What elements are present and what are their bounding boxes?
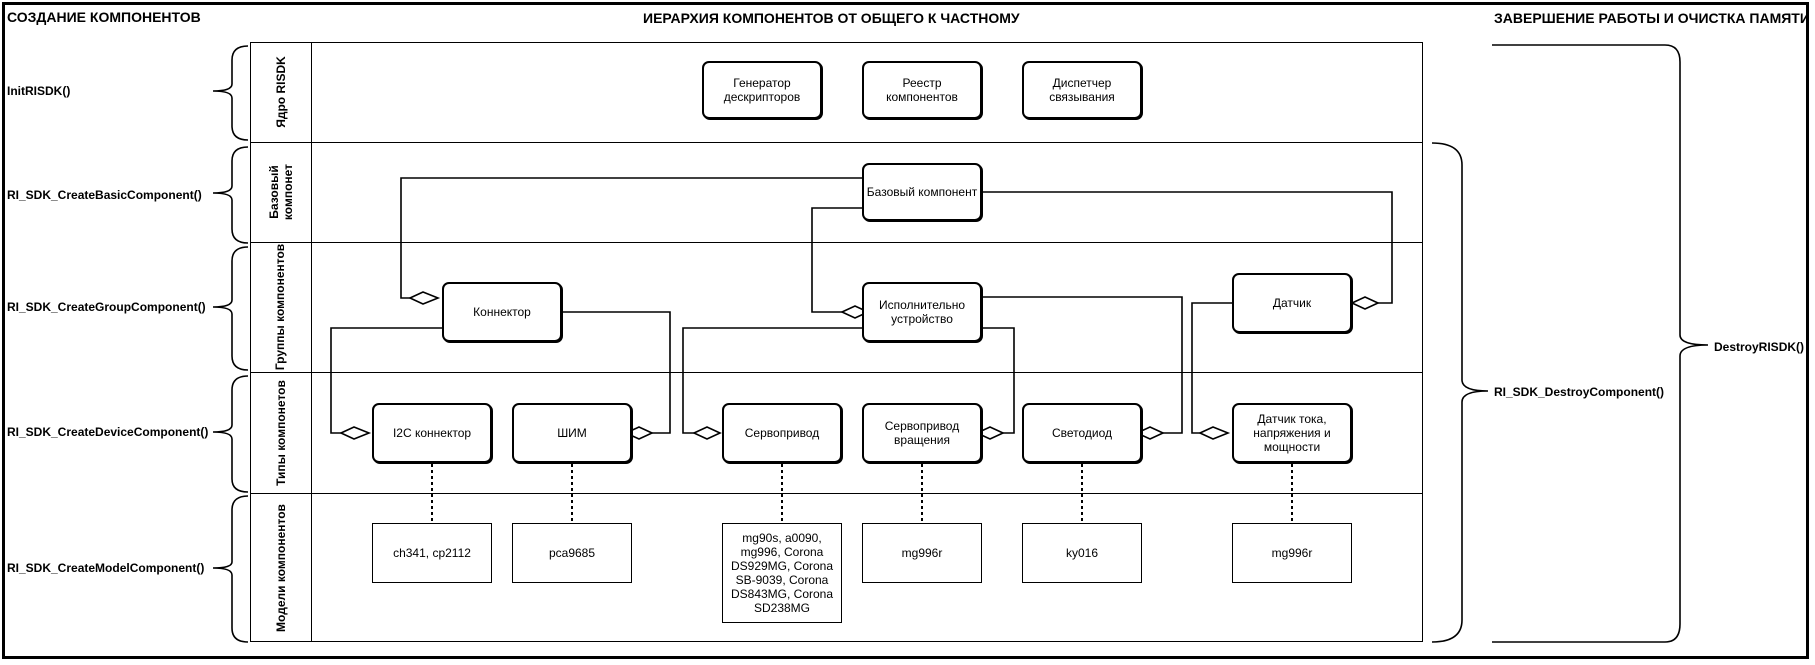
node-binding-dispatcher: Диспетчер связывания [1022, 61, 1142, 119]
model-i2c: ch341, cp2112 [372, 523, 492, 583]
node-connector: Коннектор [442, 282, 562, 342]
node-current-sensor: Датчик тока, напряжения и мощности [1232, 403, 1352, 463]
node-component-registry: Реестр компонентов [862, 61, 982, 119]
swimlane-container [250, 42, 1423, 642]
fn-init: InitRISDK() [7, 84, 71, 98]
model-servo: mg90s, a0090, mg996, Corona DS929MG, Cor… [722, 523, 842, 623]
row-groups [250, 242, 1423, 372]
swimlane-label-divider [311, 42, 312, 642]
fn-create-group: RI_SDK_CreateGroupComponent() [7, 300, 206, 314]
header-create: СОЗДАНИЕ КОМПОНЕНТОВ [7, 9, 201, 25]
fn-destroy-sdk: DestroyRISDK() [1714, 340, 1805, 354]
node-led: Светодиод [1022, 403, 1142, 463]
model-rotation-servo: mg996r [862, 523, 982, 583]
fn-create-device: RI_SDK_CreateDeviceComponent() [7, 425, 209, 439]
model-current-sensor: mg996r [1232, 523, 1352, 583]
node-servo: Сервопривод [722, 403, 842, 463]
node-basic-component: Базовый компонент [862, 163, 982, 221]
node-pwm: ШИМ [512, 403, 632, 463]
node-actuator: Исполнительно устройство [862, 282, 982, 342]
node-sensor: Датчик [1232, 273, 1352, 333]
model-led: ky016 [1022, 523, 1142, 583]
model-pwm: pca9685 [512, 523, 632, 583]
fn-create-basic: RI_SDK_CreateBasicComponent() [7, 188, 202, 202]
header-cleanup: ЗАВЕРШЕНИЕ РАБОТЫ И ОЧИСТКА ПАМЯТИ [1494, 10, 1810, 26]
row-basic [250, 142, 1423, 242]
row-types [250, 372, 1423, 493]
node-descriptor-generator: Генератор дескрипторов [702, 61, 822, 119]
node-i2c-connector: I2C коннектор [372, 403, 492, 463]
fn-create-model: RI_SDK_CreateModelComponent() [7, 561, 205, 575]
header-hierarchy: ИЕРАРХИЯ КОМПОНЕНТОВ ОТ ОБЩЕГО К ЧАСТНОМ… [643, 10, 1020, 26]
fn-destroy-component: RI_SDK_DestroyComponent() [1494, 385, 1665, 399]
node-rotation-servo: Сервопривод вращения [862, 403, 982, 463]
